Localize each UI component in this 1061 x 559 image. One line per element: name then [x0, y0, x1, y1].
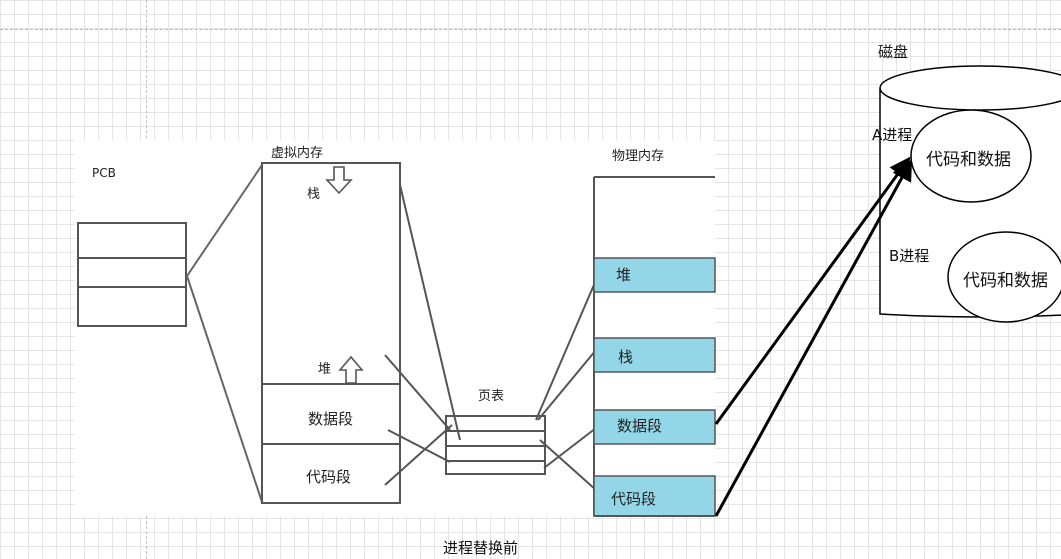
physical-memory-column [593, 176, 716, 517]
disk-process-a-ellipse [910, 109, 1032, 203]
stack-down-arrow-icon [325, 166, 353, 195]
code-segment-load-arrow [714, 159, 913, 517]
physical-heap-label: 堆 [616, 266, 632, 284]
physical-stack-label: 栈 [618, 348, 634, 366]
pagetable-to-physical-lines [535, 279, 597, 491]
load-arrows [714, 156, 913, 517]
virtual-code-segment-label: 代码段 [306, 468, 352, 486]
virtual-heap-label: 堆 [318, 362, 332, 377]
disk-process-b-content: 代码和数据 [963, 271, 1048, 291]
pcb-box [77, 222, 187, 327]
virtual-memory-column [261, 162, 401, 504]
pcb-to-virtual-lines [186, 164, 263, 503]
physical-heap-segment [593, 257, 716, 293]
diagram-caption: 进程替换前 [443, 539, 519, 557]
heap-up-arrow-icon [338, 355, 364, 384]
physical-memory-title: 物理内存 [612, 149, 665, 164]
physical-code-segment-label: 代码段 [611, 490, 657, 508]
page-table-box [445, 415, 546, 475]
disk-title: 磁盘 [878, 43, 909, 61]
data-segment-load-arrow [714, 156, 911, 425]
pcb-label: PCB [92, 166, 116, 180]
disk-process-a-content: 代码和数据 [926, 150, 1011, 170]
disk-process-b-label: B进程 [889, 247, 930, 265]
disk-process-a-label: A进程 [872, 126, 913, 144]
virtual-data-segment-label: 数据段 [308, 410, 354, 428]
physical-data-segment [593, 409, 716, 445]
virtual-memory-title: 虚拟内存 [271, 146, 324, 161]
physical-code-segment [593, 475, 716, 517]
virtual-stack-label: 栈 [307, 187, 321, 202]
page-table-title: 页表 [478, 389, 505, 404]
physical-stack-segment [593, 337, 716, 373]
virtual-to-pagetable-lines [384, 184, 461, 486]
guide-line-horizontal [0, 29, 1061, 30]
disk-process-b-ellipse [947, 231, 1061, 323]
physical-data-segment-label: 数据段 [617, 417, 663, 435]
diagram-image-panel [75, 140, 715, 516]
